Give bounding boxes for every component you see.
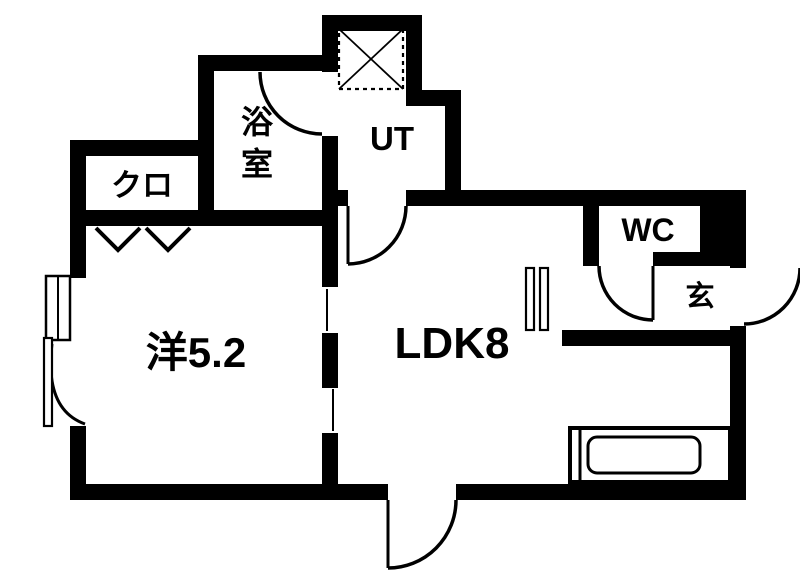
wall-center-b <box>322 136 338 287</box>
utility-door-arc <box>347 205 408 266</box>
room-label-entrance: 玄 <box>685 279 714 313</box>
wc-door-arc <box>597 265 654 322</box>
wall-wc-left <box>583 206 599 252</box>
closet-folding-door-2 <box>144 226 192 253</box>
washing-machine-pan <box>337 27 405 91</box>
wall-bottom-right <box>456 484 746 500</box>
kitchen-sink <box>586 435 702 475</box>
wall-left-upper <box>70 140 86 278</box>
room-labels: 洋5.2 LDK8 クロ 浴 室 UT WC 玄 <box>111 104 715 376</box>
wall-left-lower <box>70 426 86 500</box>
wall-bath-top <box>198 55 338 71</box>
casement-window-leaf <box>42 336 54 428</box>
bath-door-arc <box>258 71 323 136</box>
wall-wc-bottom-stub <box>583 252 599 266</box>
wall-center-d <box>322 433 338 500</box>
washing-machine-x2 <box>338 28 404 90</box>
walls <box>70 15 746 500</box>
room-label-ldk: LDK8 <box>395 319 510 368</box>
room-label-western: 洋5.2 <box>146 329 246 376</box>
entrance-door-arc <box>743 267 800 326</box>
room-label-bath-1: 浴 <box>241 104 274 140</box>
closet-folding-door-1 <box>94 226 142 253</box>
terrace-door-arc <box>387 499 458 570</box>
wall-ldk-top <box>406 190 746 206</box>
entrance-step-line-2 <box>538 266 550 332</box>
room-label-closet: クロ <box>111 168 173 203</box>
wall-wc-right-block <box>700 206 746 252</box>
wall-closet-top <box>70 140 214 156</box>
entrance-step-line-1 <box>524 266 536 332</box>
wall-center-c <box>322 333 338 388</box>
wall-ut-right <box>445 90 461 206</box>
wall-alcove-right <box>406 15 422 106</box>
wall-alcove-top <box>322 15 422 31</box>
wall-bottom-left <box>70 484 388 500</box>
room-label-bath-2: 室 <box>241 146 273 182</box>
wall-closet-bath-bottom <box>70 210 338 226</box>
wall-bath-left <box>198 55 214 226</box>
wall-wc-bottom <box>653 252 746 266</box>
wall-right-lower <box>730 326 746 500</box>
fixtures <box>42 27 732 484</box>
room-label-utility: UT <box>370 120 414 157</box>
wall-hall-bottom <box>562 330 746 346</box>
room-label-wc: WC <box>621 212 674 248</box>
door-arcs <box>49 71 800 570</box>
wall-ldk-top-stub <box>338 190 348 206</box>
